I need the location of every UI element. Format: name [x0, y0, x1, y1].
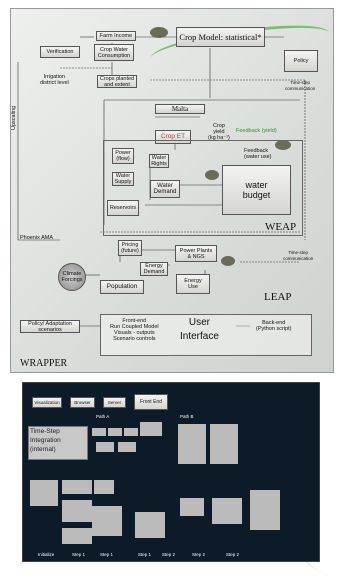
time-step-label: Time-Step Integration (internal) [30, 428, 61, 453]
population-box: Population [100, 280, 144, 294]
step-label: Step 1 [100, 552, 114, 557]
power-plants-box: Power Plants & NGS [175, 245, 217, 262]
mini-box [94, 480, 114, 494]
crop-yield-label: Crop yield (kg ha⁻¹) [208, 123, 230, 141]
mini-box [180, 498, 204, 516]
mini-box [62, 528, 92, 544]
feedback-water-label: Feedback (water use) [244, 148, 272, 160]
irrigation-label: Irrigation district level [40, 74, 69, 86]
cloud-icon-4 [221, 256, 235, 266]
water-supply-box: Water Supply [112, 172, 134, 186]
water-budget-box: water budget [222, 165, 291, 215]
mini-box [210, 424, 238, 464]
step-label: Step 2 [226, 552, 240, 557]
upscaling-label: Upscaling [11, 105, 17, 130]
crops-planted-box: Crops planted and extent [97, 75, 137, 88]
feedback-yield-label: Feedback (yield) [236, 128, 277, 134]
cloud-icon-2 [205, 170, 219, 180]
valve-icon-1 [160, 77, 168, 83]
energy-demand-box: Energy Demand [140, 262, 168, 276]
timestep-label-2: Time-step communication [283, 250, 314, 261]
step-label: Step 2 [192, 552, 206, 557]
policy-adaptation-box: Policy/ Adaptation scenarios [20, 320, 80, 333]
backend-label: Back-end (Python script) [256, 320, 292, 332]
timestep-label-1: Time-step communication [285, 80, 316, 91]
user-interface-region [100, 314, 312, 356]
mini-box [178, 424, 206, 464]
mini-box [62, 480, 92, 494]
frontend-label: Front-end Run Coupled Model Visuals - ou… [110, 318, 159, 342]
mini-box [135, 512, 165, 538]
mini-box [124, 428, 138, 436]
browser-box: Browser [70, 397, 95, 408]
malta-box: Malta [155, 104, 205, 114]
mini-box [108, 428, 122, 436]
water-rights-box: Water Rights [149, 154, 169, 168]
mini-box [96, 442, 114, 452]
step-label: Step 1 [138, 552, 152, 557]
cloud-icon [150, 27, 168, 38]
path-a-label: Path A [96, 414, 110, 419]
step-label: Initialize [38, 552, 55, 557]
mini-box [30, 480, 58, 506]
reservoirs-box: Reservoirs [107, 200, 139, 216]
time-step-box [28, 426, 88, 460]
user-interface-label: User Interface [180, 317, 219, 342]
verification-box: Verification [40, 46, 80, 58]
leap-label: LEAP [264, 291, 292, 303]
mini-box [62, 500, 92, 522]
mini-box [118, 442, 136, 452]
step-label: Step 2 [162, 552, 176, 557]
policy-box: Policy [284, 50, 318, 72]
mini-box [92, 506, 122, 536]
wrapper-label: WRAPPER [20, 358, 68, 369]
front-end-box: Front End [134, 394, 168, 410]
path-b-label: Path B [180, 414, 194, 419]
visualization-box: Visualization [32, 397, 62, 408]
mini-box [92, 428, 106, 436]
server-box: Server [103, 397, 126, 408]
water-demand-box: Water Demand [150, 180, 180, 198]
cloud-icon-3 [275, 140, 291, 150]
pricing-box: Pricing (future) [118, 240, 142, 256]
crop-model-box: Crop Model: statistical* [176, 27, 265, 47]
climate-forcings-circle: Climate Forcings [58, 263, 86, 291]
mini-box [212, 498, 242, 524]
mini-box [250, 490, 280, 530]
power-flow-box: Power (flow) [112, 148, 134, 164]
weap-region [103, 140, 303, 236]
energy-use-box: Energy Use [176, 274, 210, 294]
mini-box [140, 422, 162, 436]
weap-label: WEAP [265, 221, 297, 233]
crop-water-box: Crop Water Consumption [94, 44, 134, 61]
farm-income-box: Farm Income [96, 31, 136, 41]
step-label: Step 1 [72, 552, 86, 557]
phoenix-label: Phoenix AMA [20, 235, 54, 241]
